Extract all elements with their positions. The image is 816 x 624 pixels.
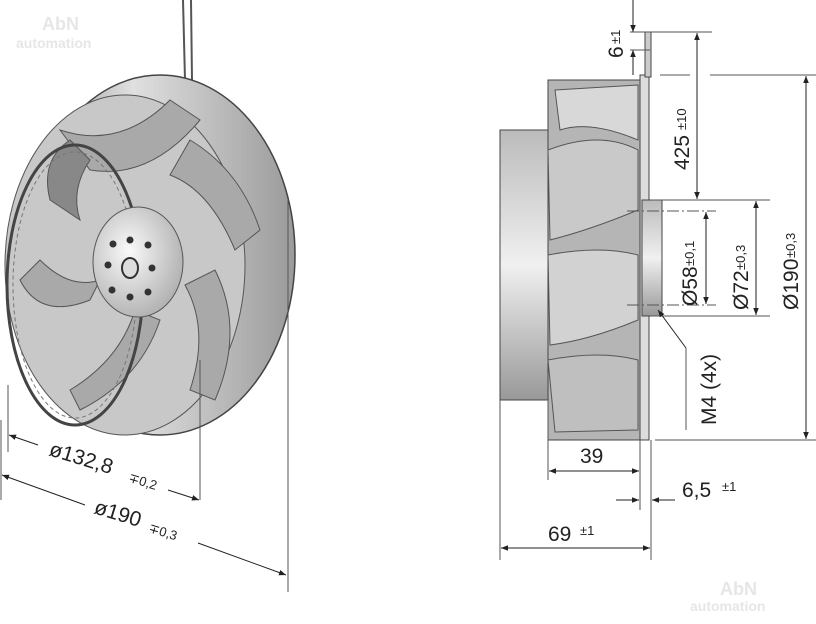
svg-text:∓0,2: ∓0,2 bbox=[127, 470, 159, 493]
dim-flange-offset: 6,5 ±1 bbox=[682, 479, 736, 502]
svg-text:±1: ±1 bbox=[608, 30, 623, 44]
svg-text:±0,3: ±0,3 bbox=[733, 245, 748, 270]
svg-text:425: 425 bbox=[671, 135, 694, 170]
svg-text:automation: automation bbox=[690, 598, 765, 614]
svg-text:±1: ±1 bbox=[580, 523, 594, 538]
svg-text:Ø72: Ø72 bbox=[730, 270, 753, 310]
dim-blade-depth: 39 bbox=[580, 445, 603, 468]
svg-text:±0,1: ±0,1 bbox=[682, 241, 697, 266]
svg-text:±10: ±10 bbox=[674, 108, 689, 130]
motor-hub bbox=[92, 206, 184, 318]
fan-side-view bbox=[499, 31, 663, 441]
dim-cable-stub: 6 ±1 bbox=[605, 30, 628, 58]
svg-text:Ø190: Ø190 bbox=[780, 259, 803, 310]
svg-text:M4 (4x): M4 (4x) bbox=[698, 354, 721, 425]
svg-text:69: 69 bbox=[548, 523, 571, 546]
dim-flange-diameter: Ø72 ±0,3 bbox=[730, 245, 753, 310]
cable-wires bbox=[182, 0, 186, 81]
dim-cable-length: 425 ±10 bbox=[671, 108, 694, 170]
watermark-top-left: AbN automation bbox=[16, 14, 91, 51]
svg-text:∓0,3: ∓0,3 bbox=[147, 520, 179, 543]
svg-text:Ø58: Ø58 bbox=[679, 266, 702, 306]
dim-thread: M4 (4x) bbox=[698, 354, 721, 425]
front-dimension-lines bbox=[0, 200, 289, 592]
dim-outer-diameter-front: ø190 ∓0,3 bbox=[92, 496, 180, 543]
svg-text:ø190: ø190 bbox=[92, 496, 145, 532]
dim-bolt-circle: Ø58 ±0,1 bbox=[679, 241, 702, 306]
svg-text:±1: ±1 bbox=[722, 479, 736, 494]
dim-inner-diameter: ø132,8 ∓0,2 bbox=[47, 438, 159, 493]
cable-stub bbox=[644, 31, 652, 78]
dim-outer-diameter-side: Ø190 ±0,3 bbox=[780, 233, 803, 310]
svg-text:6: 6 bbox=[605, 46, 628, 58]
watermark-bottom-right: AbN automation bbox=[690, 579, 765, 614]
side-dimension-lines bbox=[499, 0, 816, 560]
shaft bbox=[121, 257, 139, 279]
svg-text:ø132,8: ø132,8 bbox=[47, 438, 116, 479]
side-blades bbox=[547, 84, 639, 433]
svg-text:±0,3: ±0,3 bbox=[783, 233, 798, 258]
svg-text:6,5: 6,5 bbox=[682, 479, 711, 502]
dim-overall-depth: 69 ±1 bbox=[548, 523, 594, 546]
svg-text:AbN: AbN bbox=[42, 14, 79, 34]
motor-flange bbox=[641, 199, 663, 317]
inlet-nozzle bbox=[499, 129, 551, 401]
fan-perspective-view bbox=[4, 0, 296, 436]
hub-holes bbox=[104, 236, 156, 301]
svg-text:AbN: AbN bbox=[720, 579, 757, 599]
svg-text:automation: automation bbox=[16, 35, 91, 51]
